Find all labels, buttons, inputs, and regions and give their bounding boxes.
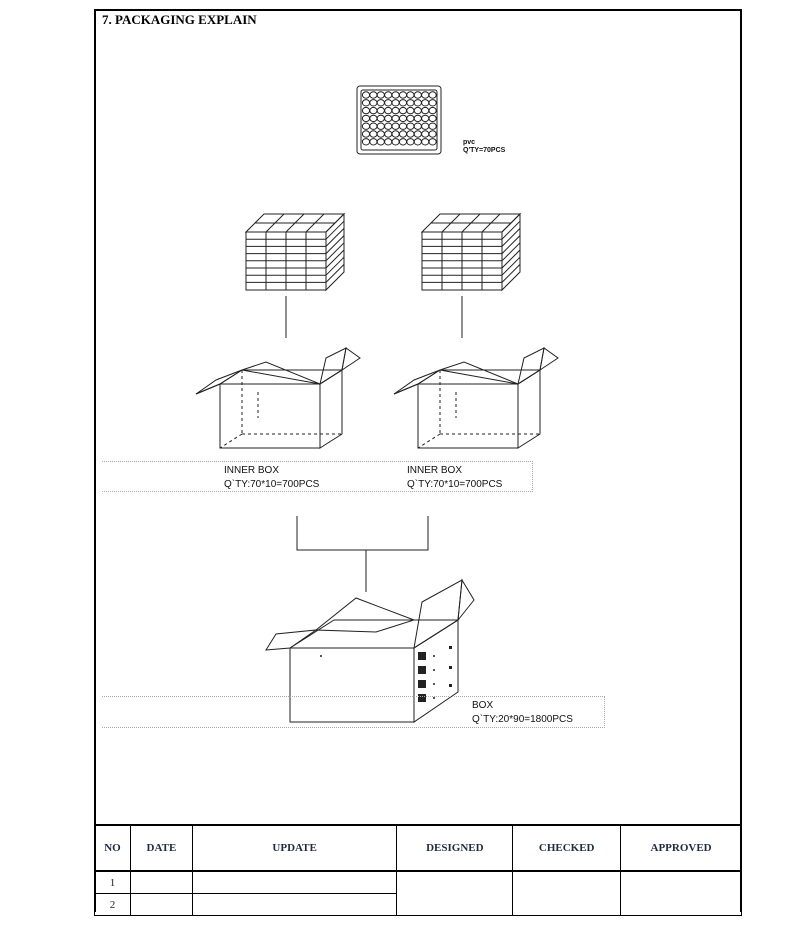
merge-bracket	[296, 516, 429, 551]
outer-box-name: BOX	[472, 700, 494, 711]
tray-material-label: pvc	[463, 139, 476, 146]
row-no: 2	[94, 893, 131, 916]
inner-box-left-qty: Q`TY:70*10=700PCS	[224, 479, 320, 490]
row-no: 1	[94, 870, 131, 894]
header-no: NO	[94, 824, 131, 872]
row-update	[191, 870, 398, 894]
revision-table-header: NO DATE UPDATE DESIGNED CHECKED APPROVED	[94, 824, 742, 872]
header-date: DATE	[129, 824, 193, 872]
document-frame	[94, 9, 742, 912]
tray-stack-left-illustration	[244, 212, 346, 292]
table-row: 2	[94, 893, 742, 916]
revision-table: NO DATE UPDATE DESIGNED CHECKED APPROVED…	[94, 824, 742, 916]
inner-box-left-name: INNER BOX	[224, 465, 280, 476]
inner-box-right-illustration	[393, 347, 559, 449]
tray-stack-right-illustration	[420, 212, 522, 292]
header-update: UPDATE	[191, 824, 398, 872]
tray-qty-label: Q'TY=70PCS	[463, 147, 506, 154]
checked-cell	[512, 870, 622, 916]
header-approved: APPROVED	[620, 824, 742, 872]
row-update	[191, 893, 398, 916]
header-designed: DESIGNED	[396, 824, 514, 872]
row-date	[129, 893, 193, 916]
section-title: 7. PACKAGING EXPLAIN	[102, 12, 257, 27]
designed-cell	[396, 870, 514, 916]
approved-cell	[620, 870, 742, 916]
table-row: 1	[94, 870, 742, 916]
inner-box-left-illustration	[195, 347, 361, 449]
outer-box-illustration	[265, 578, 475, 723]
pvc-tray-illustration	[356, 85, 442, 155]
inner-box-right-name: INNER BOX	[407, 465, 463, 476]
inner-label-guide	[102, 461, 533, 492]
outer-label-guide	[102, 696, 605, 728]
row-date	[129, 870, 193, 894]
header-checked: CHECKED	[512, 824, 622, 872]
outer-box-qty: Q`TY:20*90=1800PCS	[472, 714, 573, 725]
inner-box-right-qty: Q`TY:70*10=700PCS	[407, 479, 503, 490]
